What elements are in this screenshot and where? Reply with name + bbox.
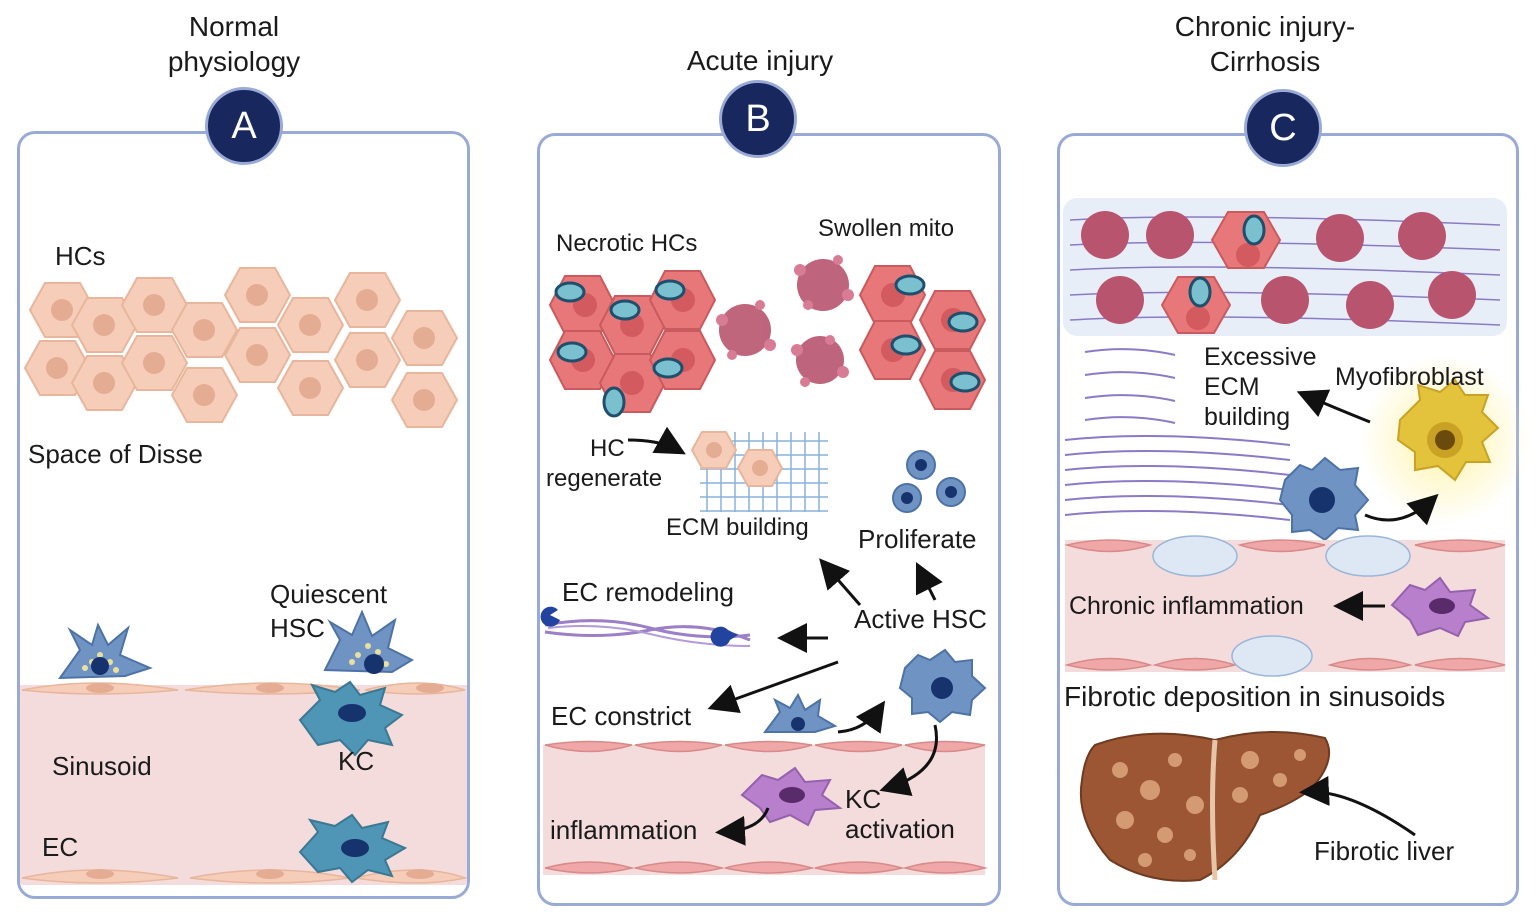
sinusoid-label: Sinusoid <box>52 751 152 781</box>
space-of-disse-label: Space of Disse <box>28 439 203 469</box>
panel-b-regenerating-hc <box>690 431 828 512</box>
excessive-ecm-label-line3: building <box>1204 403 1291 431</box>
quiescent-hsc-label-line2: HSC <box>270 613 325 643</box>
excessive-ecm-label-line1: Excessive <box>1204 343 1317 371</box>
ec-constrict-label: EC constrict <box>551 701 692 731</box>
excessive-ecm-label-line2: ECM <box>1204 373 1260 401</box>
panel-a-hepatocytes <box>23 267 459 428</box>
hc-regenerate-label-line2: regenerate <box>546 465 663 492</box>
kc-label: KC <box>338 746 375 776</box>
panel-c-ecm-fibers <box>1064 348 1291 521</box>
panel-a-badge: A <box>205 87 283 165</box>
fibrotic-liver-label: Fibrotic liver <box>1314 836 1455 866</box>
quiescent-hsc-label-line1: Quiescent <box>270 579 388 609</box>
chronic-inflammation-label: Chronic inflammation <box>1069 592 1304 620</box>
myofibroblast-label: Myofibroblast <box>1335 363 1484 391</box>
panel-c-sinusoid <box>1064 535 1506 677</box>
panel-a-title-line2: physiology <box>167 46 301 77</box>
panel-c-arrows <box>1296 389 1439 837</box>
panel-c-title-line2: Cirrhosis <box>1209 46 1321 77</box>
panel-b-necrotic-hepatocytes <box>548 265 987 418</box>
panel-b-ec-remodeling <box>540 606 751 647</box>
swollen-mito-label: Swollen mito <box>818 215 955 242</box>
panel-b-sinusoid <box>543 740 988 875</box>
panel-b-title: Acute injury <box>686 45 834 76</box>
panel-a-sinusoid <box>20 609 468 885</box>
ec-label: EC <box>42 832 79 862</box>
fibrotic-deposition-label: Fibrotic deposition in sinusoids <box>1064 681 1446 712</box>
hc-regenerate-label-line1: HC <box>590 435 625 462</box>
panel-c-active-hsc <box>1278 456 1370 542</box>
necrotic-hcs-label: Necrotic HCs <box>556 230 698 257</box>
panel-c-myofibroblast <box>1360 355 1530 525</box>
proliferate-label: Proliferate <box>858 524 977 554</box>
panel-b-arrows <box>627 426 943 846</box>
ecm-building-label: ECM building <box>666 514 809 541</box>
ec-remodeling-label: EC remodeling <box>562 577 734 607</box>
panel-a-title-line1: Normal <box>188 11 280 42</box>
hcs-label: HCs <box>55 241 106 271</box>
panel-b-badge: B <box>719 80 797 158</box>
kc-activation-label-line2: activation <box>845 814 955 844</box>
panel-c-tissue <box>1063 198 1507 336</box>
panel-b-active-hsc <box>763 648 987 733</box>
active-hsc-label: Active HSC <box>854 604 987 634</box>
panel-c-badge: C <box>1244 89 1322 167</box>
inflammation-label: inflammation <box>550 815 698 845</box>
panel-b-necrotic-debris <box>716 255 854 387</box>
panel-b-proliferating-hsc <box>892 450 966 513</box>
kc-activation-label-line1: KC <box>845 784 882 814</box>
panel-c-fibrotic-liver <box>1079 730 1330 882</box>
panel-c-title-line1: Chronic injury- <box>1174 11 1356 42</box>
